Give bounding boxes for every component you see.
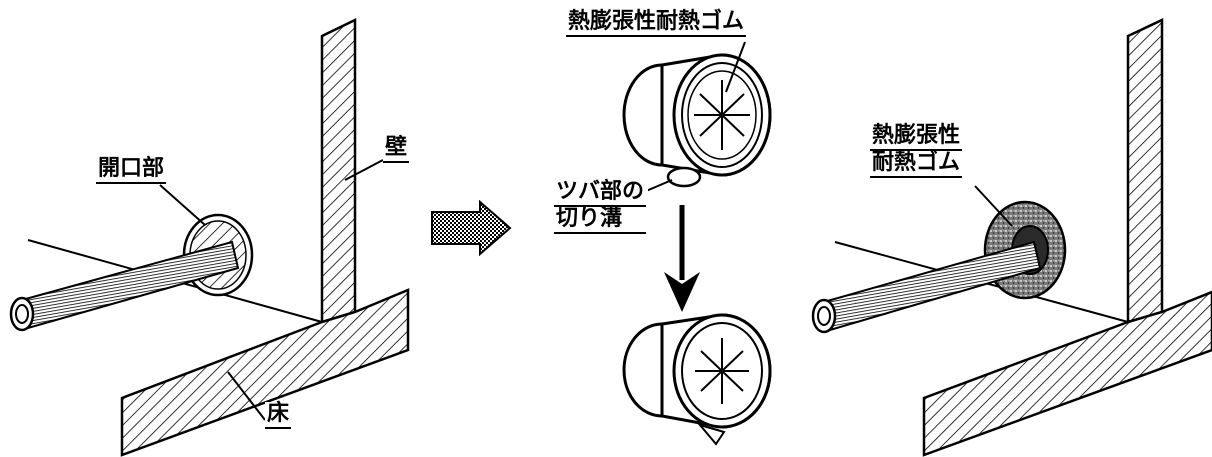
next-step-arrow xyxy=(431,199,512,257)
fire-sleeve-top xyxy=(622,53,772,188)
wall xyxy=(1126,18,1164,324)
label-heat-expanding-rubber-right: 熱膨張性 耐熱ゴム xyxy=(868,124,965,179)
label-rubber-right-line2: 耐熱ゴム xyxy=(870,151,963,178)
floor xyxy=(922,290,1212,457)
label-flange-groove: ツバ部の 切り溝 xyxy=(552,180,649,235)
fire-sleeve-bottom xyxy=(622,313,772,446)
label-flange-groove-line2: 切り溝 xyxy=(554,207,647,234)
wall xyxy=(320,18,357,324)
panel-part xyxy=(622,41,772,446)
label-heat-expanding-rubber-top: 熱膨張性耐熱ゴム xyxy=(566,10,747,37)
label-wall: 壁 xyxy=(383,136,410,163)
label-opening: 開口部 xyxy=(96,157,167,184)
panel-after xyxy=(811,18,1212,457)
label-floor: 床 xyxy=(265,402,292,429)
down-arrow xyxy=(664,272,700,312)
label-rubber-right-line1: 熱膨張性 xyxy=(870,124,963,151)
label-flange-groove-line1: ツバ部の xyxy=(554,180,647,207)
panel-before xyxy=(9,18,410,457)
floor xyxy=(120,288,410,457)
